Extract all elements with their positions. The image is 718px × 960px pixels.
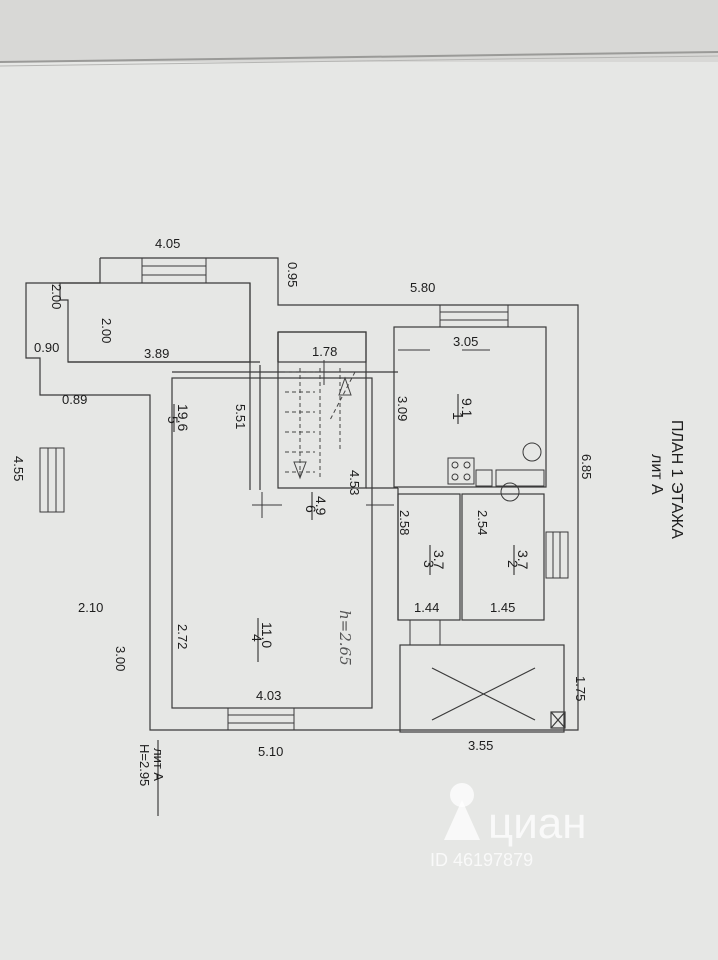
room-3-area: 3.7	[431, 550, 447, 570]
binder-top	[0, 0, 718, 62]
window-bottom	[227, 707, 295, 731]
dim-5-51: 5.51	[233, 404, 248, 429]
watermark-brand: циан	[488, 799, 587, 848]
dim-4-05: 4.05	[155, 236, 180, 251]
dim-1-75: 1.75	[573, 676, 588, 701]
room-5-number: 5	[165, 416, 181, 424]
stove-icon	[447, 457, 475, 485]
counter	[495, 469, 545, 487]
dim-2-54: 2.54	[475, 510, 490, 535]
kitchen-fixtures	[447, 442, 545, 502]
dim-0-90: 0.90	[34, 340, 59, 355]
watermark-id: ID 46197879	[430, 850, 533, 870]
annex-cross-2	[431, 667, 536, 721]
dim-0-95: 0.95	[285, 262, 300, 287]
room-4-area: 11.0	[259, 622, 275, 648]
room-2-number: 2	[505, 560, 521, 568]
window-left	[39, 447, 65, 513]
room-6-number: 6	[303, 505, 319, 513]
dim-3-09: 3.09	[395, 396, 410, 421]
dimension-labels: 4.05 0.95 5.80 2.00 2.00 0.90 0.89 5.51 …	[11, 236, 594, 759]
doors	[252, 349, 490, 645]
room-5-area: 19.6	[175, 404, 191, 431]
dim-3-89: 3.89	[144, 346, 169, 361]
dim-2-00-inner: 2.00	[99, 318, 114, 343]
plan-title: ПЛАН 1 ЭТАЖА	[668, 420, 685, 539]
dim-2-72: 2.72	[175, 624, 190, 649]
annex-wall	[399, 644, 565, 733]
dim-1-44: 1.44	[414, 600, 439, 615]
room-2-wall	[461, 493, 545, 621]
window-right	[545, 531, 569, 579]
sink-icon	[522, 442, 542, 462]
ceiling-note: h=2.65	[336, 610, 354, 666]
dim-5-10: 5.10	[258, 744, 283, 759]
room-3-number: 3	[421, 560, 437, 568]
dim-4-03: 4.03	[256, 688, 281, 703]
page-edge-shadow	[0, 55, 718, 67]
room-6-area: 4.9	[313, 496, 329, 516]
stair-arrow-icon	[293, 461, 307, 480]
stair-arrow-up-icon	[338, 376, 352, 396]
room-labels: 1 9.1 2 3.7 3 3.7 4 11.0 5 19.6 6 4.9	[165, 394, 531, 662]
dim-1-45: 1.45	[490, 600, 515, 615]
page-edge	[0, 51, 718, 63]
dim-0-89: 0.89	[62, 392, 87, 407]
room-4-number: 4	[249, 634, 265, 642]
footer-height: H=2.95	[137, 744, 152, 786]
boiler-icon	[475, 469, 493, 487]
stairs	[285, 368, 356, 480]
dim-5-80: 5.80	[410, 280, 435, 295]
annex-box	[550, 711, 566, 729]
dim-4-53: 4.53	[347, 470, 362, 495]
dim-3-00: 3.00	[113, 646, 128, 671]
dim-1-78: 1.78	[312, 344, 337, 359]
watermark: циан ID 46197879	[430, 783, 587, 870]
windows	[39, 257, 569, 731]
room-2-area: 3.7	[515, 550, 531, 570]
room-1-area: 9.1	[459, 398, 475, 418]
dim-3-55: 3.55	[468, 738, 493, 753]
window-top-right	[439, 304, 509, 328]
cian-logo-icon	[444, 783, 480, 840]
dim-2-10: 2.10	[78, 600, 103, 615]
plan-subtitle: лит А	[648, 454, 665, 495]
dim-3-05: 3.05	[453, 334, 478, 349]
dim-2-00-outer: 2.00	[49, 284, 64, 309]
outer-wall	[25, 257, 579, 731]
toilet-icon	[500, 482, 520, 502]
dim-4-55: 4.55	[11, 456, 26, 481]
dim-2-58: 2.58	[397, 510, 412, 535]
window-top-left	[141, 257, 207, 284]
dim-6-85: 6.85	[579, 454, 594, 479]
